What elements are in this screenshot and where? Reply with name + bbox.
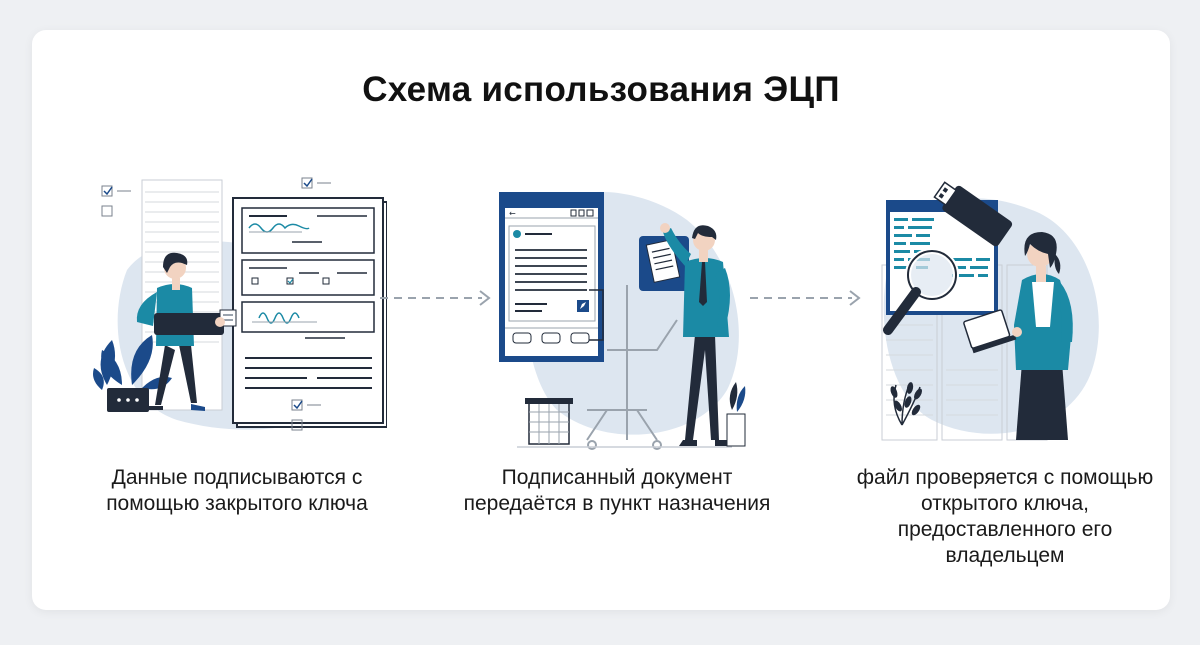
person-signing-document-icon bbox=[93, 177, 387, 431]
step-3-illustration bbox=[872, 170, 1102, 460]
step-2-caption: Подписанный документ передаётся в пункт … bbox=[463, 466, 771, 515]
person-sending-document-icon: ← bbox=[499, 191, 746, 450]
page-title: Схема использования ЭЦП bbox=[362, 70, 840, 109]
arrow-right-icon bbox=[378, 288, 494, 313]
person-verifying-file-icon bbox=[881, 181, 1099, 441]
step-1-illustration bbox=[87, 170, 387, 460]
schema-card: Схема использования ЭЦП bbox=[32, 30, 1170, 610]
step-3-caption: файл проверяется с помощью открытого клю… bbox=[856, 466, 1154, 567]
step-1-caption: Данные подписываются с помощью закрытого… bbox=[106, 466, 368, 515]
step-2-illustration: ← bbox=[487, 170, 747, 460]
svg-text:←: ← bbox=[509, 209, 516, 218]
arrow-right-icon bbox=[748, 288, 864, 313]
